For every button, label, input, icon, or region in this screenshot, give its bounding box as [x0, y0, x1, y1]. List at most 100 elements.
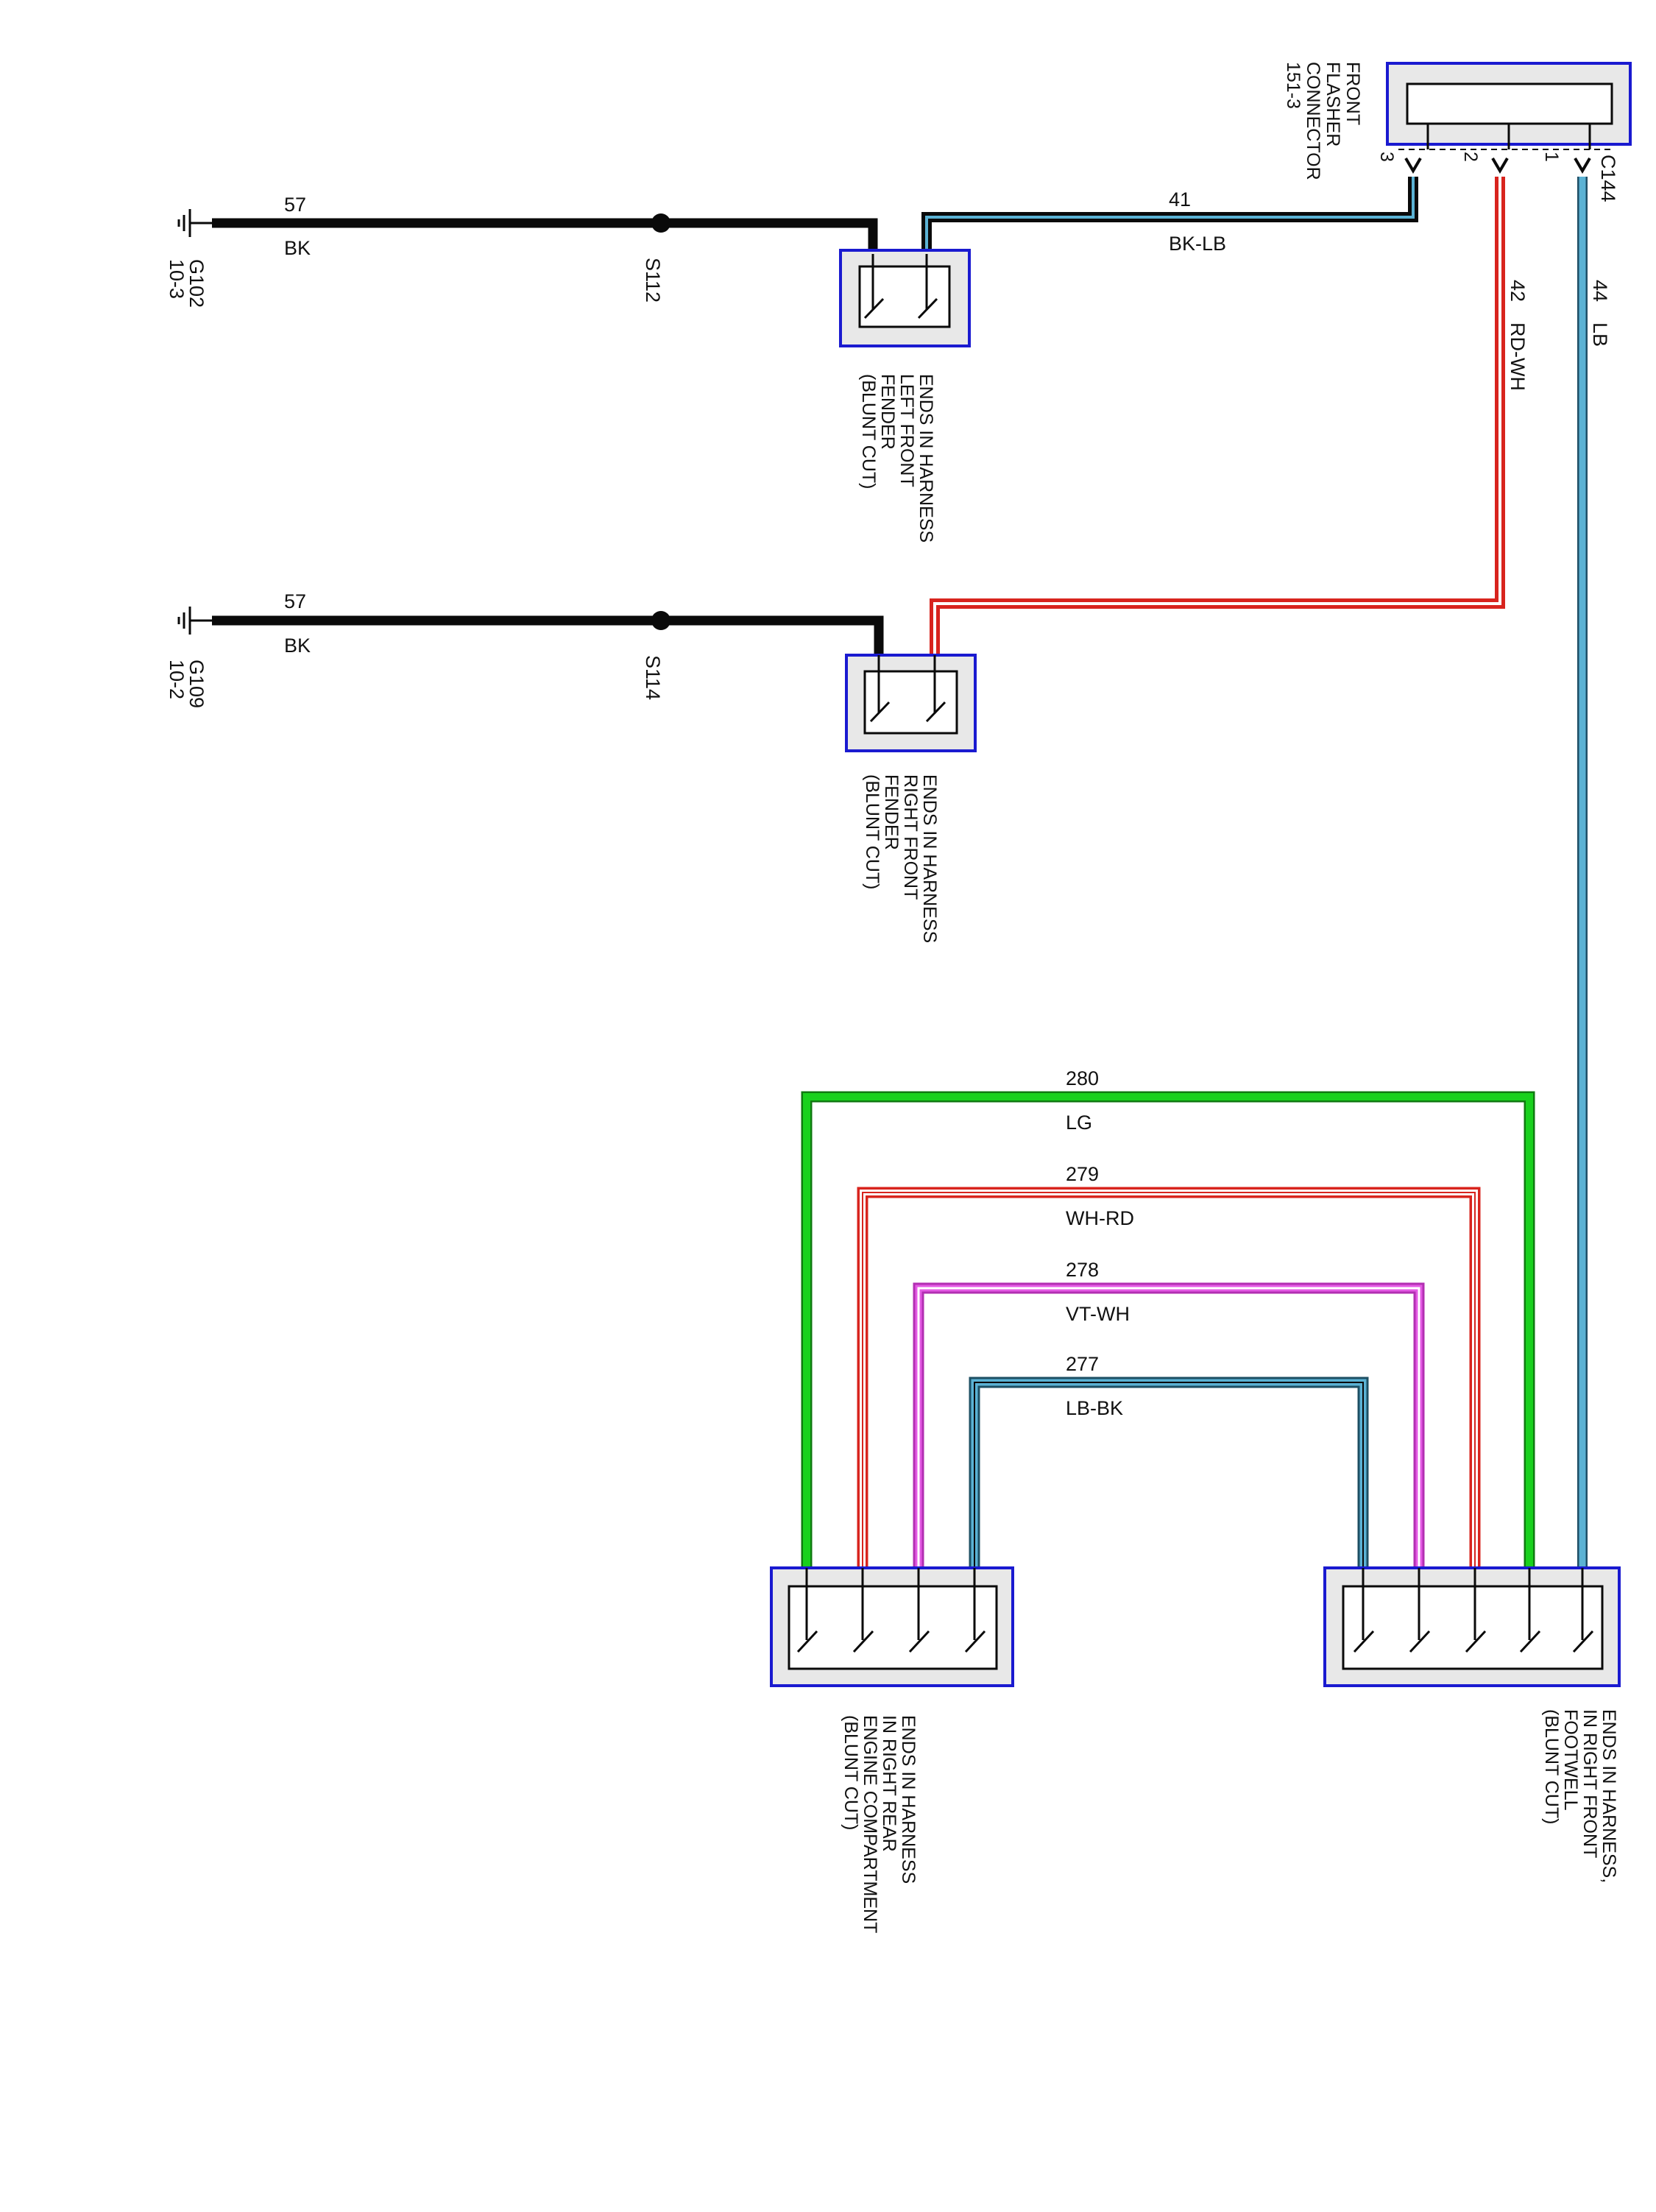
wire-278-mid	[915, 1285, 1423, 1568]
front-flasher-connector-plug	[1406, 82, 1613, 125]
c144-pin3-chevron	[1404, 157, 1422, 174]
wire-42	[930, 177, 1505, 655]
c144-pin2-chevron	[1491, 157, 1509, 174]
rr-cut-279	[852, 1630, 874, 1653]
wire-41-circuit: 41	[1169, 188, 1191, 211]
wire-279	[857, 1187, 1481, 1568]
wire-279-stripe	[862, 1192, 1476, 1568]
wire-41-path-stripe	[925, 177, 1415, 254]
wire-279-circuit: 279	[1066, 1163, 1099, 1185]
wire-57-bottom-path	[212, 615, 884, 655]
wire-280	[801, 1091, 1535, 1568]
wire-278-outer	[913, 1282, 1425, 1568]
right-rear-engine-caption-line1: ENDS IN HARNESS	[898, 1715, 919, 1884]
splice-s112-dot	[651, 213, 670, 233]
front-flasher-caption-line3: CONNECTOR	[1303, 62, 1323, 180]
splice-s114-label: S114	[642, 655, 664, 700]
ground-g102-name: G102	[185, 259, 208, 308]
rr-cut-277	[964, 1630, 986, 1653]
right-fender-caption-line1: ENDS IN HARNESS	[919, 774, 940, 943]
wire-41	[921, 177, 1418, 254]
wire-57-top-path	[212, 218, 878, 254]
right-fender-cut1	[869, 701, 891, 723]
left-fender-caption-line2: LEFT FRONT	[896, 374, 917, 487]
right-rear-engine-connector	[770, 1566, 1014, 1687]
ground-g109-name: G109	[185, 660, 208, 708]
right-rear-engine-connector-inner	[788, 1585, 998, 1670]
rf-cut-278	[1409, 1630, 1431, 1653]
wire-277-outer	[969, 1377, 1369, 1568]
wire-277-circuit: 277	[1066, 1353, 1099, 1375]
wire-57-top	[212, 218, 878, 254]
wire-41-color: BK-LB	[1169, 233, 1226, 255]
wire-278-circuit: 278	[1066, 1259, 1099, 1281]
wire-42-color: RD-WH	[1507, 322, 1529, 391]
right-rear-engine-caption-line3: ENGINE COMPARTMENT	[860, 1715, 880, 1933]
c144-pin-3-label: 3	[1376, 152, 1397, 162]
right-fender-caption-line3: FENDER	[881, 774, 902, 850]
rf-cut-44	[1572, 1630, 1594, 1653]
wire-57-bottom-circuit: 57	[284, 590, 306, 612]
splice-s114-dot	[651, 611, 670, 630]
wire-44-circuit: 44	[1589, 280, 1611, 302]
left-fender-cut1	[863, 297, 885, 319]
rr-cut-280	[796, 1630, 818, 1653]
right-footwell-caption-line4: (BLUNT CUT)	[1541, 1709, 1562, 1824]
left-fender-connector	[839, 249, 971, 347]
front-flasher-connector	[1386, 62, 1632, 174]
left-fender-caption-line4: (BLUNT CUT)	[858, 374, 879, 489]
wire-277-mid	[971, 1379, 1367, 1568]
ground-g109	[177, 607, 213, 635]
wire-277-color: LB-BK	[1066, 1397, 1123, 1419]
right-fender-caption-line4: (BLUNT CUT)	[862, 774, 882, 889]
right-rear-engine-caption-line2: IN RIGHT REAR	[879, 1715, 899, 1852]
left-fender-caption-line3: FENDER	[877, 374, 898, 450]
wire-278-color: VT-WH	[1066, 1303, 1130, 1325]
rf-cut-279	[1465, 1630, 1487, 1653]
ground-g102	[177, 209, 213, 237]
wire-42-path-stripe	[933, 177, 1501, 655]
wire-278	[913, 1282, 1425, 1568]
left-fender-cut2	[917, 297, 938, 319]
c144-pin-1-label: 1	[1541, 152, 1562, 162]
right-fender-caption-line2: RIGHT FRONT	[900, 774, 921, 900]
front-flasher-caption-line2: FLASHER	[1323, 62, 1343, 146]
rr-cut-278	[908, 1630, 930, 1653]
wire-280-circuit: 280	[1066, 1067, 1099, 1089]
right-footwell-caption-line3: FOOTWELL	[1560, 1709, 1581, 1811]
ground-g109-ref: 10-2	[166, 660, 188, 699]
ground-g102-ref: 10-3	[166, 259, 188, 299]
wire-57-bottom-color: BK	[284, 635, 311, 657]
wire-280-color: LG	[1066, 1112, 1092, 1134]
left-fender-caption: ENDS IN HARNESS LEFT FRONT FENDER (BLUNT…	[858, 374, 936, 543]
rf-cut-277	[1353, 1630, 1375, 1653]
wire-57-top-circuit: 57	[284, 194, 306, 216]
left-fender-caption-line1: ENDS IN HARNESS	[916, 374, 936, 543]
right-rear-engine-caption-line4: (BLUNT CUT)	[841, 1715, 861, 1830]
wire-279-color: WH-RD	[1066, 1207, 1134, 1229]
right-fender-cut2	[925, 701, 946, 723]
front-flasher-caption-line1: FRONT	[1342, 62, 1363, 125]
wire-280-path	[803, 1093, 1533, 1568]
right-rear-engine-caption: ENDS IN HARNESS IN RIGHT REAR ENGINE COM…	[841, 1715, 919, 1933]
splice-s112-label: S112	[642, 258, 664, 303]
c144-pin1-chevron	[1574, 157, 1591, 174]
right-footwell-caption-line2: IN RIGHT FRONT	[1579, 1709, 1600, 1858]
wire-278-stripe	[917, 1287, 1420, 1568]
right-fender-connector-inner	[863, 670, 958, 735]
right-fender-connector	[845, 654, 977, 752]
front-flasher-caption-line4: 151-3	[1283, 62, 1303, 109]
wire-57-bottom	[212, 615, 884, 655]
wire-277	[969, 1377, 1369, 1568]
wire-277-stripe	[974, 1382, 1364, 1568]
right-footwell-connector-inner	[1342, 1585, 1604, 1670]
right-footwell-caption-line1: ENDS IN HARNESS,	[1599, 1709, 1619, 1883]
wire-44-color: LB	[1589, 322, 1611, 347]
wire-57-top-color: BK	[284, 237, 311, 259]
rf-cut-280	[1519, 1630, 1541, 1653]
left-fender-connector-inner	[858, 265, 951, 328]
wire-42-circuit: 42	[1507, 280, 1529, 302]
right-footwell-caption: ENDS IN HARNESS, IN RIGHT FRONT FOOTWELL…	[1541, 1709, 1619, 1883]
